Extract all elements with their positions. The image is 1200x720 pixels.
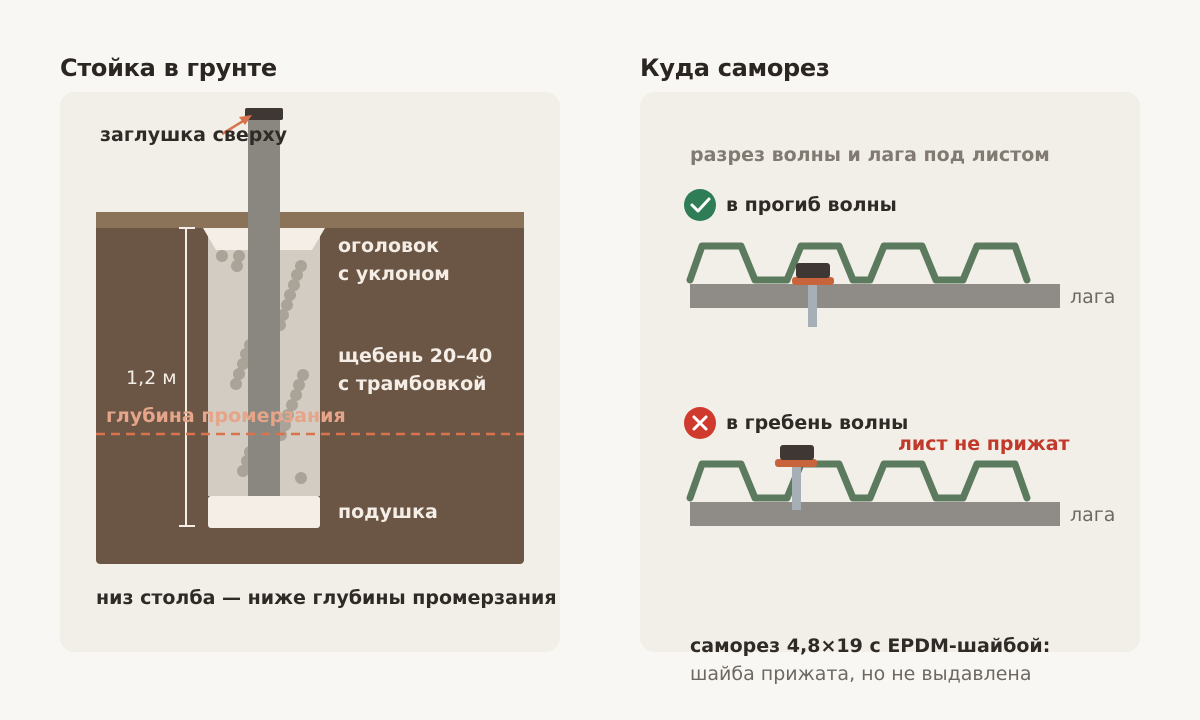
post xyxy=(248,116,280,496)
sheet-correct xyxy=(686,242,1031,284)
washer-wrong xyxy=(775,459,817,467)
cap-label: заглушка сверху xyxy=(100,124,288,146)
left-footnote: низ столба — ниже глубины промерзания xyxy=(96,587,557,609)
post-cap xyxy=(245,108,283,120)
wrong-label: в гребень волны xyxy=(726,412,909,434)
head-label-line2: с уклоном xyxy=(338,263,450,285)
screw-head-correct xyxy=(796,263,830,278)
screw-shank-correct xyxy=(808,281,817,327)
joist-label-wrong: лага xyxy=(1070,504,1116,526)
cushion-block xyxy=(208,496,320,528)
left-panel-title: Стойка в грунте xyxy=(60,54,277,82)
head-label: оголовок с уклоном xyxy=(338,232,450,288)
cross-circle-icon xyxy=(684,407,716,439)
gravel-label-line2: с трамбовкой xyxy=(338,373,487,395)
depth-value: 1,2 м xyxy=(126,367,177,389)
right-footnote-line1: саморез 4,8×19 с EPDM-шайбой: xyxy=(690,635,1051,657)
gravel-label-line1: щебень 20–40 xyxy=(338,345,493,367)
depth-dimension xyxy=(179,227,195,527)
frost-line-label: глубина промерзания xyxy=(106,405,346,427)
sheet-wrong xyxy=(686,460,1031,502)
joist-correct xyxy=(690,284,1060,308)
right-footnote-line2: шайба прижата, но не выдавлена xyxy=(690,663,1032,685)
screw-head-wrong xyxy=(780,445,814,460)
gravel-stones xyxy=(216,250,309,484)
soil-surface xyxy=(96,212,524,228)
gravel-label: щебень 20–40 с трамбовкой xyxy=(338,342,492,398)
washer-correct xyxy=(792,277,834,285)
right-subtitle: разрез волны и лага под листом xyxy=(690,144,1050,166)
cushion-label: подушка xyxy=(338,501,438,523)
joist-wrong xyxy=(690,502,1060,526)
correct-label: в прогиб волны xyxy=(726,194,897,216)
screw-shank-wrong xyxy=(792,462,801,510)
right-card xyxy=(640,92,1140,652)
joist-label-correct: лага xyxy=(1070,286,1116,308)
right-panel-title: Куда саморез xyxy=(640,54,830,82)
cap-arrow-head xyxy=(239,115,252,125)
wrong-warning: лист не прижат xyxy=(898,433,1070,455)
head-label-line1: оголовок xyxy=(338,235,439,257)
check-circle-icon xyxy=(684,189,716,221)
